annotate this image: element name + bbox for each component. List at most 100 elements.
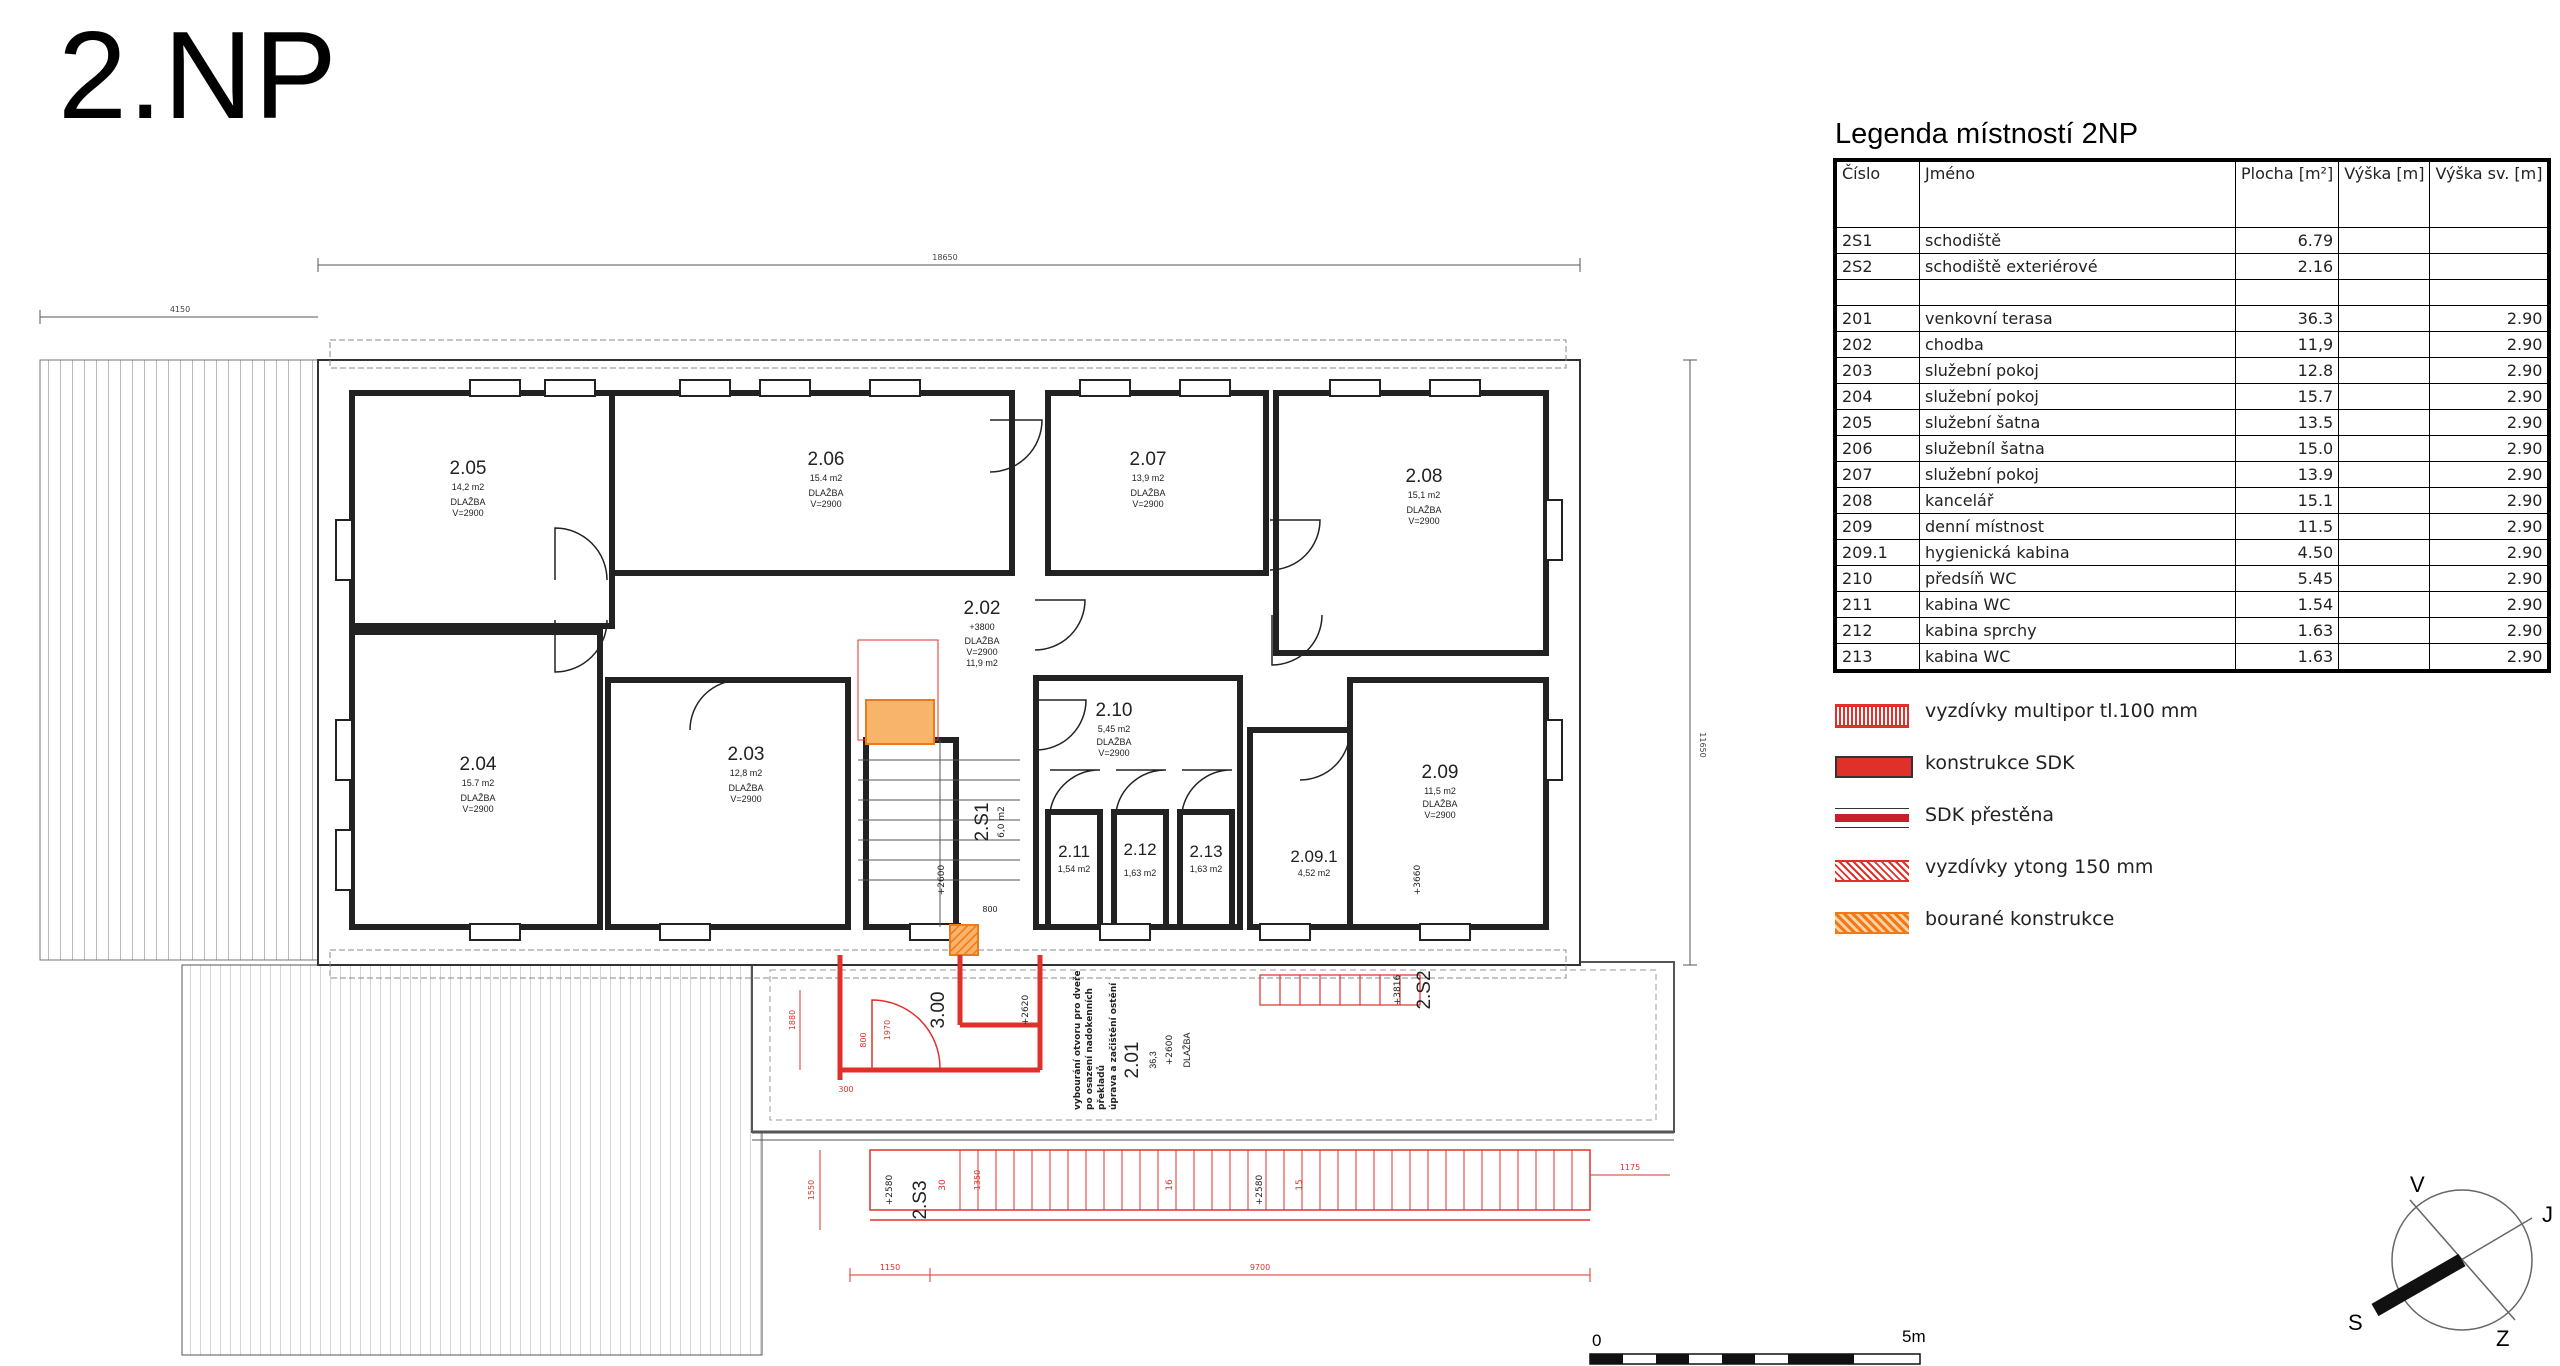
scale-end: 5m [1902,1327,1926,1346]
dim-bottom-1150: 1150 [880,1263,900,1272]
door-swings [554,419,1351,813]
material-swatch [1835,704,1909,728]
terrace-floor: DLAŽBA [1182,1032,1192,1067]
cell-jmeno [1919,279,2236,306]
room-205-id: 2.05 [450,458,487,479]
cell-jmeno: venkovní terasa [1919,305,2236,332]
cell-plocha: 11,9 [2234,331,2340,358]
cell-vyska-sv: 2.90 [2429,591,2550,618]
cell-vyska [2338,227,2431,254]
cell-vyska-sv: 2.90 [2429,617,2550,644]
material-swatch [1835,808,1909,828]
cell-plocha: 36.3 [2234,305,2340,332]
cell-jmeno: služební pokoj [1919,383,2236,410]
room-3-00-walls [837,955,1043,1080]
cell-cislo: 2S2 [1834,253,1920,280]
terrace-area: 36,3 [1148,1051,1158,1069]
material-swatch [1835,860,1909,882]
cell-cislo: 210 [1834,565,1920,592]
cell-vyska-sv [2429,253,2550,280]
cell-cislo: 203 [1834,357,1920,384]
corridor-level: +3800 [969,622,994,632]
room-206-floor: DLAŽBA [808,488,843,498]
room-203-height: V=2900 [730,794,761,804]
cell-vyska-sv: 2.90 [2429,643,2550,672]
legend-title: Legenda místností 2NP [1835,118,2139,150]
room-210-floor: DLAŽBA [1096,737,1131,747]
dim-small-300: 300 [838,1085,853,1094]
cell-plocha: 15.0 [2234,435,2340,462]
cell-cislo [1834,279,1920,306]
note-line-2: po osazení nadokenních [1085,988,1095,1110]
stair-2s3-level2: +2580 [1255,1175,1265,1206]
cell-plocha: 1.63 [2234,617,2340,644]
cell-cislo: 206 [1834,435,1920,462]
room-legend-table: Číslo Jméno Plocha [m²] Výška [m] Výška … [1833,158,2552,673]
room-207-id: 2.07 [1130,449,1167,470]
material-label: vyzdívky multipor tl.100 mm [1925,700,2198,722]
cell-jmeno: hygienická kabina [1919,539,2236,566]
header-cislo: Číslo [1834,159,1920,228]
compass-east: J [2542,1202,2553,1227]
note-line-3: překladů [1096,1065,1107,1110]
corridor-floor: DLAŽBA [964,636,999,646]
cell-plocha: 4.50 [2234,539,2340,566]
room-213-area: 1,63 m2 [1190,864,1223,874]
corridor-area: 11,9 m2 [966,658,998,668]
stair-2s2-id: 2.S2 [1414,970,1435,1009]
room-213-id: 2.13 [1189,842,1222,861]
cell-cislo: 202 [1834,331,1920,358]
cell-vyska-sv: 2.90 [2429,357,2550,384]
cell-plocha: 6.79 [2234,227,2340,254]
cell-plocha: 5.45 [2234,565,2340,592]
cell-cislo: 208 [1834,487,1920,514]
dimension-top [39,258,1697,966]
cell-jmeno: denní místnost [1919,513,2236,540]
room-211-id: 2.11 [1058,842,1090,861]
terrace-level: +2600 [1165,1035,1175,1066]
stair-2s3-steps [959,1150,1573,1210]
cell-vyska-sv [2429,227,2550,254]
room-206-height: V=2900 [810,499,841,509]
room-labels: 2.05 14,2 m2 DLAŽBA V=2900 2.06 15.4 m2 … [450,449,1459,1078]
cell-vyska [2338,305,2431,332]
cell-plocha: 11.5 [2234,513,2340,540]
compass-south: S [2348,1310,2363,1335]
cell-vyska [2338,409,2431,436]
cell-vyska [2338,461,2431,488]
cell-plocha: 2.16 [2234,253,2340,280]
cell-vyska [2338,643,2431,672]
left-terrace [39,359,319,961]
material-label: vyzdívky ytong 150 mm [1925,856,2154,878]
cell-cislo: 213 [1834,643,1920,672]
cell-plocha: 13.5 [2234,409,2340,436]
room-209-floor: DLAŽBA [1422,799,1457,809]
lower-left-balcony [181,964,763,1356]
dim-top-left: 4150 [170,305,190,314]
note-line-4: úprava a začištění ostění [1108,982,1119,1110]
room-207-floor: DLAŽBA [1130,488,1165,498]
demolition-mark [949,924,979,956]
terrace-id: 2.01 [1122,1042,1143,1079]
room-204-area: 15.7 m2 [462,778,495,788]
cell-cislo: 209 [1834,513,1920,540]
cell-vyska [2338,513,2431,540]
dim-stair-16: 16 [1165,1179,1175,1191]
cell-plocha: 13.9 [2234,461,2340,488]
stair-2s3-id: 2.S3 [910,1180,931,1219]
room-203-floor: DLAŽBA [728,783,763,793]
cell-vyska [2338,331,2431,358]
stair-2s1-id: 2.S1 [972,802,993,841]
cell-cislo: 211 [1834,591,1920,618]
material-label: bourané konstrukce [1925,908,2115,930]
dim-stair-15: 15 [1295,1179,1305,1190]
dim-stair-1350: 1350 [973,1170,982,1190]
